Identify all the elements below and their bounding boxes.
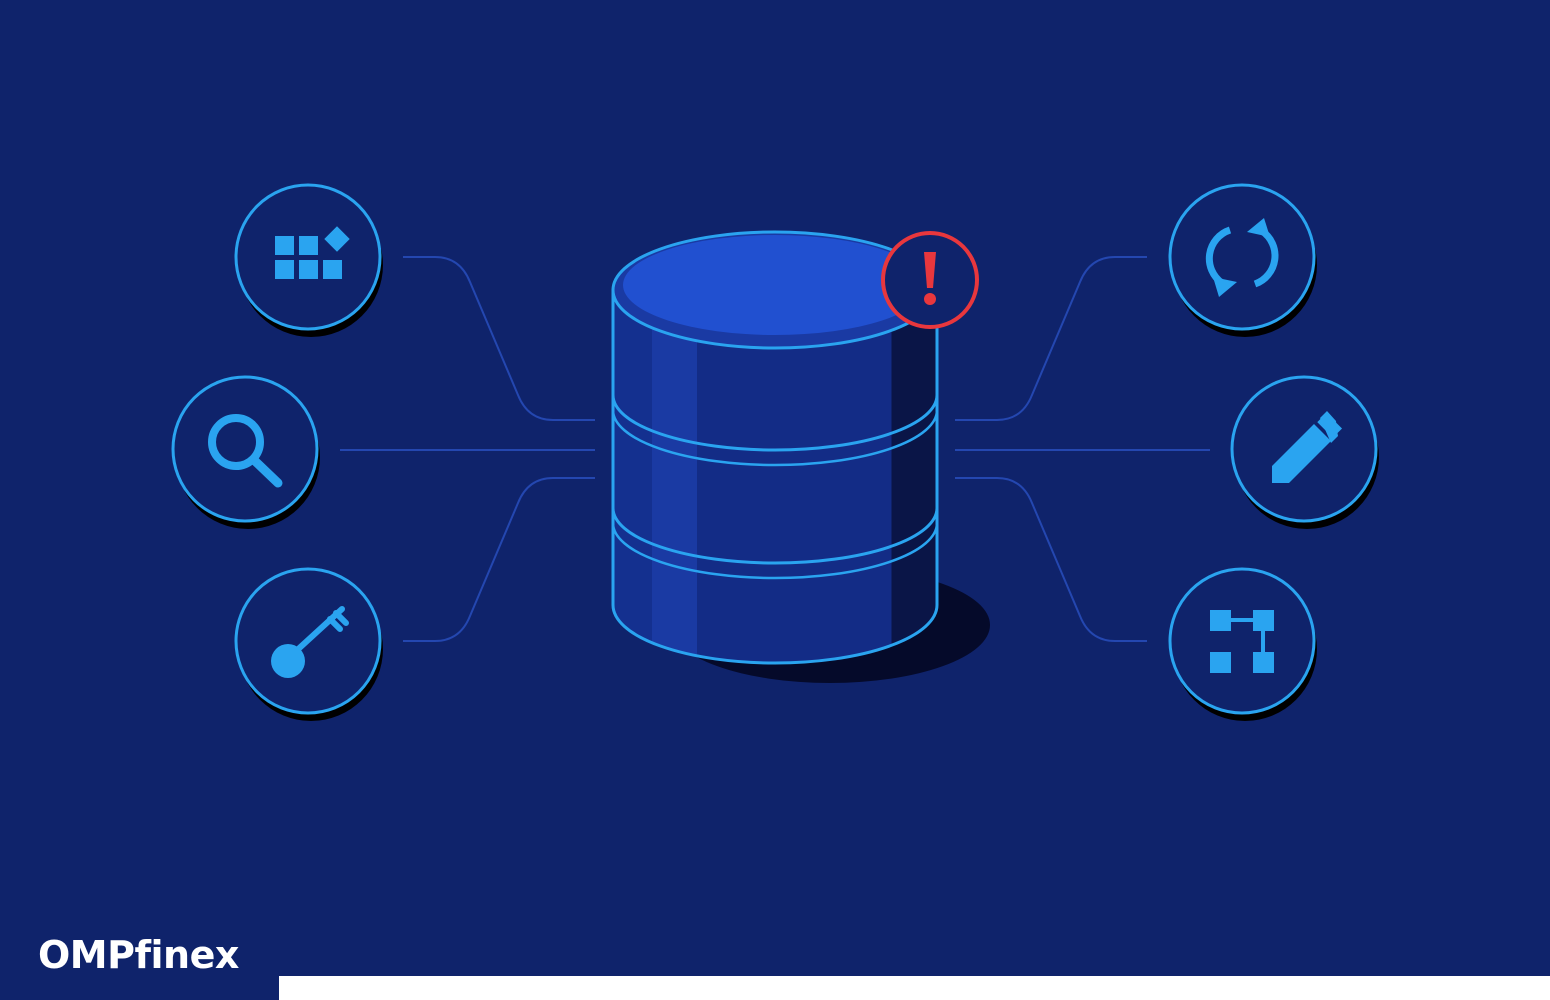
pencil-icon [1272, 411, 1343, 483]
node-apps [234, 183, 383, 337]
sync-icon [1205, 218, 1279, 297]
node-key [234, 567, 383, 721]
node-search [171, 375, 320, 529]
connector-lines [340, 256, 1210, 642]
database-top-surface [623, 235, 927, 335]
connector-key [403, 477, 595, 642]
exclamation-icon [924, 252, 936, 305]
connector-hierarchy [955, 477, 1147, 642]
node-sync [1168, 183, 1317, 337]
connector-apps [403, 256, 595, 421]
node-hierarchy [1168, 567, 1317, 721]
search-icon [208, 414, 283, 488]
node-pencil [1230, 375, 1379, 529]
footer-bar [279, 976, 1550, 1000]
database-ring [611, 507, 939, 565]
database-ring [611, 394, 939, 452]
key-icon [271, 606, 349, 678]
database-ring [611, 409, 939, 467]
database-icon [611, 230, 990, 683]
hierarchy-icon [1210, 610, 1274, 673]
database-ring [611, 522, 939, 580]
alert-badge [881, 231, 979, 329]
brand-logo: OMPfinex [38, 933, 239, 977]
connector-sync [955, 256, 1147, 421]
apps-grid-icon [275, 226, 350, 279]
